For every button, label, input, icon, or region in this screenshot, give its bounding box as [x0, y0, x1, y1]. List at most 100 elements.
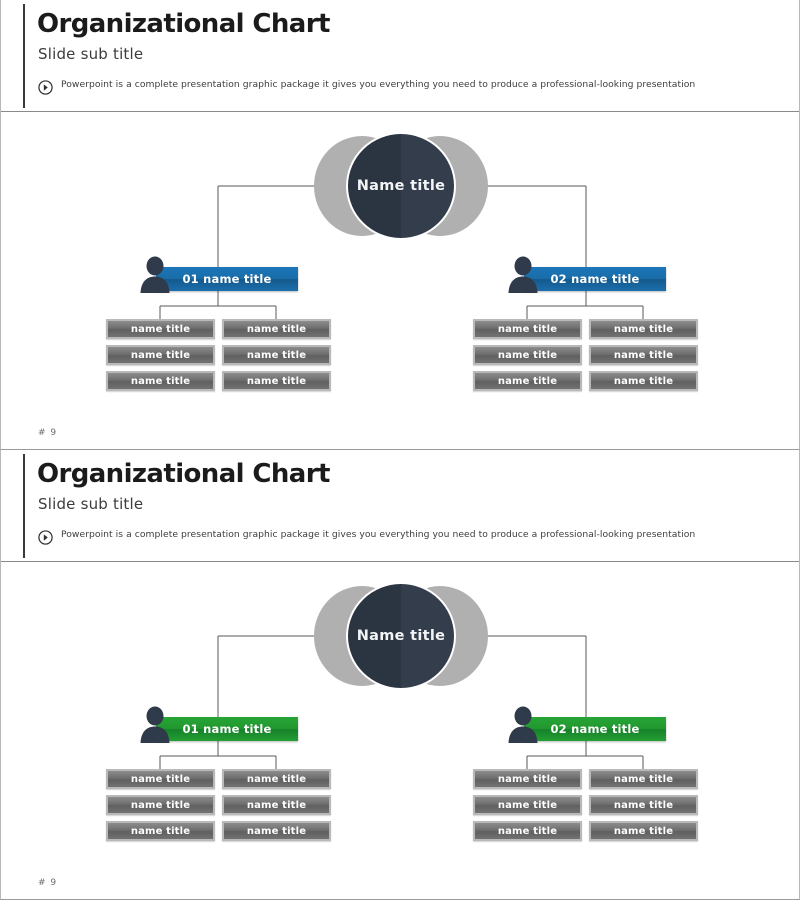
leaf-inner: name title — [108, 797, 213, 813]
header-accent-rule — [23, 4, 25, 108]
leaf-inner: name title — [591, 347, 696, 363]
leaf-box[interactable]: name title — [473, 795, 582, 815]
person-icon — [506, 255, 540, 293]
branch-bar-02[interactable]: 02 name title — [524, 267, 666, 291]
branch-bar-01[interactable]: 01 name title — [156, 717, 298, 741]
branch-label-02: 02 name title — [550, 272, 640, 286]
leaf-inner: name title — [224, 823, 329, 839]
leaf-label: name title — [613, 323, 674, 335]
leaf-inner: name title — [108, 823, 213, 839]
leaf-label: name title — [497, 825, 558, 837]
leaf-inner: name title — [108, 771, 213, 787]
leaf-box[interactable]: name title — [222, 371, 331, 391]
page-subtitle: Slide sub title — [38, 495, 144, 513]
leaf-inner: name title — [108, 347, 213, 363]
org-root-node[interactable]: Name title — [314, 132, 488, 240]
leaf-inner: name title — [591, 797, 696, 813]
leaf-label: name title — [130, 773, 191, 785]
leaf-label: name title — [130, 349, 191, 361]
branch-bar-01[interactable]: 01 name title — [156, 267, 298, 291]
play-circle-icon — [38, 530, 53, 545]
branch-node-02[interactable]: 02 name title — [506, 256, 666, 293]
leaf-inner: name title — [224, 771, 329, 787]
leaf-box[interactable]: name title — [106, 769, 215, 789]
leaf-box[interactable]: name title — [106, 319, 215, 339]
branch-node-01[interactable]: 01 name title — [138, 706, 298, 743]
leaf-box[interactable]: name title — [222, 769, 331, 789]
leaf-box[interactable]: name title — [589, 769, 698, 789]
header-accent-rule — [23, 454, 25, 558]
leaf-box[interactable]: name title — [473, 371, 582, 391]
org-chart-canvas-1: Name title 01 name title — [1, 112, 799, 450]
leaf-box[interactable]: name title — [473, 821, 582, 841]
leaf-label: name title — [246, 323, 307, 335]
leaf-label: name title — [130, 323, 191, 335]
leaf-label: name title — [497, 773, 558, 785]
leaf-inner: name title — [224, 347, 329, 363]
leaf-inner: name title — [591, 771, 696, 787]
leaf-label: name title — [246, 825, 307, 837]
leaf-box[interactable]: name title — [222, 319, 331, 339]
root-label: Name title — [356, 628, 446, 644]
branch-node-01[interactable]: 01 name title — [138, 256, 298, 293]
leaf-label: name title — [497, 323, 558, 335]
leaf-box[interactable]: name title — [222, 795, 331, 815]
leaf-inner: name title — [591, 321, 696, 337]
leaf-label: name title — [246, 375, 307, 387]
leaf-label: name title — [613, 825, 674, 837]
leaf-label: name title — [130, 799, 191, 811]
root-circle[interactable]: Name title — [346, 582, 456, 690]
page-subtitle: Slide sub title — [38, 45, 144, 63]
leaf-label: name title — [497, 349, 558, 361]
leaf-inner: name title — [591, 373, 696, 389]
page-title: Organizational Chart — [37, 459, 330, 489]
leaf-box[interactable]: name title — [106, 821, 215, 841]
leaf-box[interactable]: name title — [222, 345, 331, 365]
person-icon — [138, 705, 172, 743]
leaf-inner: name title — [224, 321, 329, 337]
leaf-box[interactable]: name title — [106, 371, 215, 391]
slide-1: Organizational Chart Slide sub title Pow… — [0, 0, 800, 450]
root-circle[interactable]: Name title — [346, 132, 456, 240]
leaf-label: name title — [246, 773, 307, 785]
leaf-label: name title — [130, 825, 191, 837]
leaf-box[interactable]: name title — [106, 345, 215, 365]
leaf-inner: name title — [475, 797, 580, 813]
leaf-box[interactable]: name title — [589, 345, 698, 365]
leaf-box[interactable]: name title — [589, 821, 698, 841]
leaf-inner: name title — [475, 823, 580, 839]
leaf-inner: name title — [108, 373, 213, 389]
leaf-inner: name title — [475, 321, 580, 337]
leaf-box[interactable]: name title — [589, 795, 698, 815]
leaf-box[interactable]: name title — [106, 795, 215, 815]
leaf-label: name title — [497, 375, 558, 387]
leaf-box[interactable]: name title — [473, 769, 582, 789]
leaf-inner: name title — [475, 771, 580, 787]
leaf-inner: name title — [591, 823, 696, 839]
leaf-label: name title — [613, 349, 674, 361]
leaf-box[interactable]: name title — [589, 319, 698, 339]
leaf-inner: name title — [108, 321, 213, 337]
header-description: Powerpoint is a complete presentation gr… — [61, 79, 696, 90]
branch-label-01: 01 name title — [182, 272, 272, 286]
leaf-box[interactable]: name title — [473, 319, 582, 339]
leaf-label: name title — [613, 773, 674, 785]
leaf-label: name title — [613, 375, 674, 387]
leaf-box[interactable]: name title — [589, 371, 698, 391]
person-icon — [138, 255, 172, 293]
org-root-node[interactable]: Name title — [314, 582, 488, 690]
leaf-label: name title — [246, 349, 307, 361]
branch-node-02[interactable]: 02 name title — [506, 706, 666, 743]
slide-footer-number: # 9 — [38, 878, 58, 888]
leaf-label: name title — [497, 799, 558, 811]
header-description-row: Powerpoint is a complete presentation gr… — [38, 529, 738, 545]
leaf-label: name title — [130, 375, 191, 387]
branch-bar-02[interactable]: 02 name title — [524, 717, 666, 741]
leaf-box[interactable]: name title — [222, 821, 331, 841]
leaf-label: name title — [246, 799, 307, 811]
header-description: Powerpoint is a complete presentation gr… — [61, 529, 696, 540]
leaf-box[interactable]: name title — [473, 345, 582, 365]
page-title: Organizational Chart — [37, 9, 330, 39]
slide-2: Organizational Chart Slide sub title Pow… — [0, 450, 800, 900]
slide-footer-number: # 9 — [38, 428, 58, 438]
